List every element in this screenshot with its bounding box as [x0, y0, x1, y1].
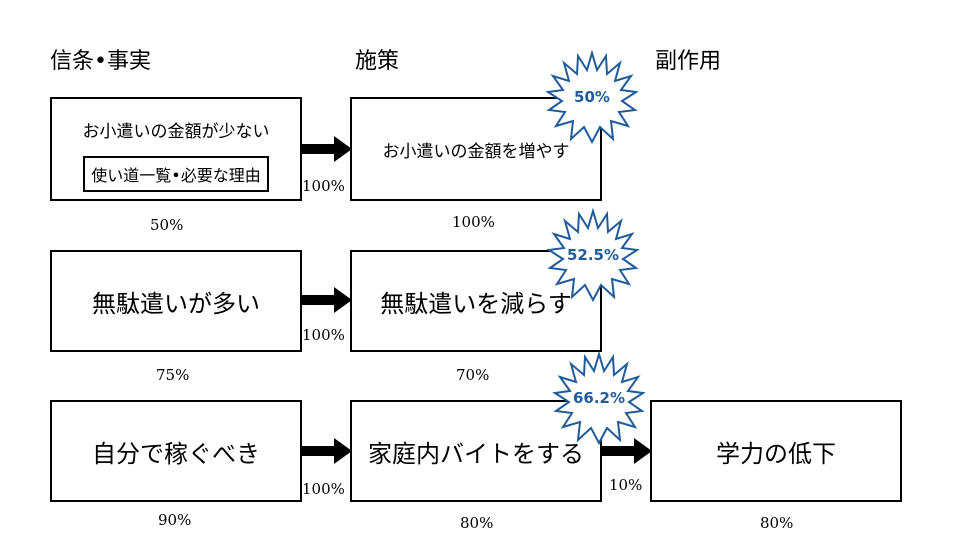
- arrow-percent-row3: 100%: [302, 480, 345, 498]
- starburst-icon: [545, 50, 639, 144]
- arrow-percent-row2: 100%: [302, 326, 345, 344]
- arrow-icon: [302, 438, 352, 464]
- starburst-icon: [546, 208, 640, 302]
- measure-text-reduce-waste: 無駄遣いを減らす: [380, 289, 572, 318]
- arrow-icon: [302, 136, 352, 162]
- header-measures: 施策: [355, 49, 400, 74]
- belief-percent-row3: 90%: [158, 511, 192, 529]
- belief-text-allowance: お小遣いの金額が少ない: [82, 122, 270, 142]
- belief-percent-row2: 75%: [156, 366, 190, 384]
- header-beliefs: 信条•事実: [50, 49, 151, 74]
- side-effect-percent: 80%: [760, 514, 794, 532]
- belief-box-earn-yourself: 自分で稼ぐべき: [50, 400, 302, 502]
- burst-label-row1: 50%: [574, 88, 610, 106]
- measure-text-home-job: 家庭内バイトをする: [368, 439, 584, 468]
- belief-box-wasteful: 無駄遣いが多い: [50, 250, 302, 352]
- belief-box-allowance: お小遣いの金額が少ない 使い道一覧•必要な理由: [50, 97, 302, 201]
- arrow-icon: [302, 287, 352, 313]
- arrow-percent-row1: 100%: [302, 177, 345, 195]
- measure-percent-row2: 70%: [456, 366, 490, 384]
- measure-box-increase-allowance: お小遣いの金額を増やす: [350, 97, 602, 201]
- measure-percent-row3: 80%: [460, 514, 494, 532]
- side-effect-box-academic-decline: 学力の低下: [650, 400, 902, 502]
- measure-box-reduce-waste: 無駄遣いを減らす: [350, 250, 602, 352]
- arrow-icon: [602, 438, 652, 464]
- arrow-percent-side: 10%: [609, 476, 643, 494]
- belief-percent-row1: 50%: [150, 216, 184, 234]
- burst-label-row3: 66.2%: [572, 389, 626, 407]
- measure-box-home-job: 家庭内バイトをする: [350, 400, 602, 502]
- measure-percent-row1: 100%: [452, 213, 495, 231]
- measure-text-increase-allowance: お小遣いの金額を増やす: [382, 141, 570, 162]
- side-effect-text-academic-decline: 学力の低下: [716, 439, 836, 468]
- starburst-icon: [552, 351, 646, 445]
- header-side-effects: 副作用: [655, 49, 722, 74]
- belief-text-wasteful: 無駄遣いが多い: [92, 289, 260, 318]
- burst-label-row2: 52.5%: [566, 246, 620, 264]
- belief-subbox-usage: 使い道一覧•必要な理由: [83, 156, 269, 192]
- belief-text-earn-yourself: 自分で稼ぐべき: [92, 439, 260, 468]
